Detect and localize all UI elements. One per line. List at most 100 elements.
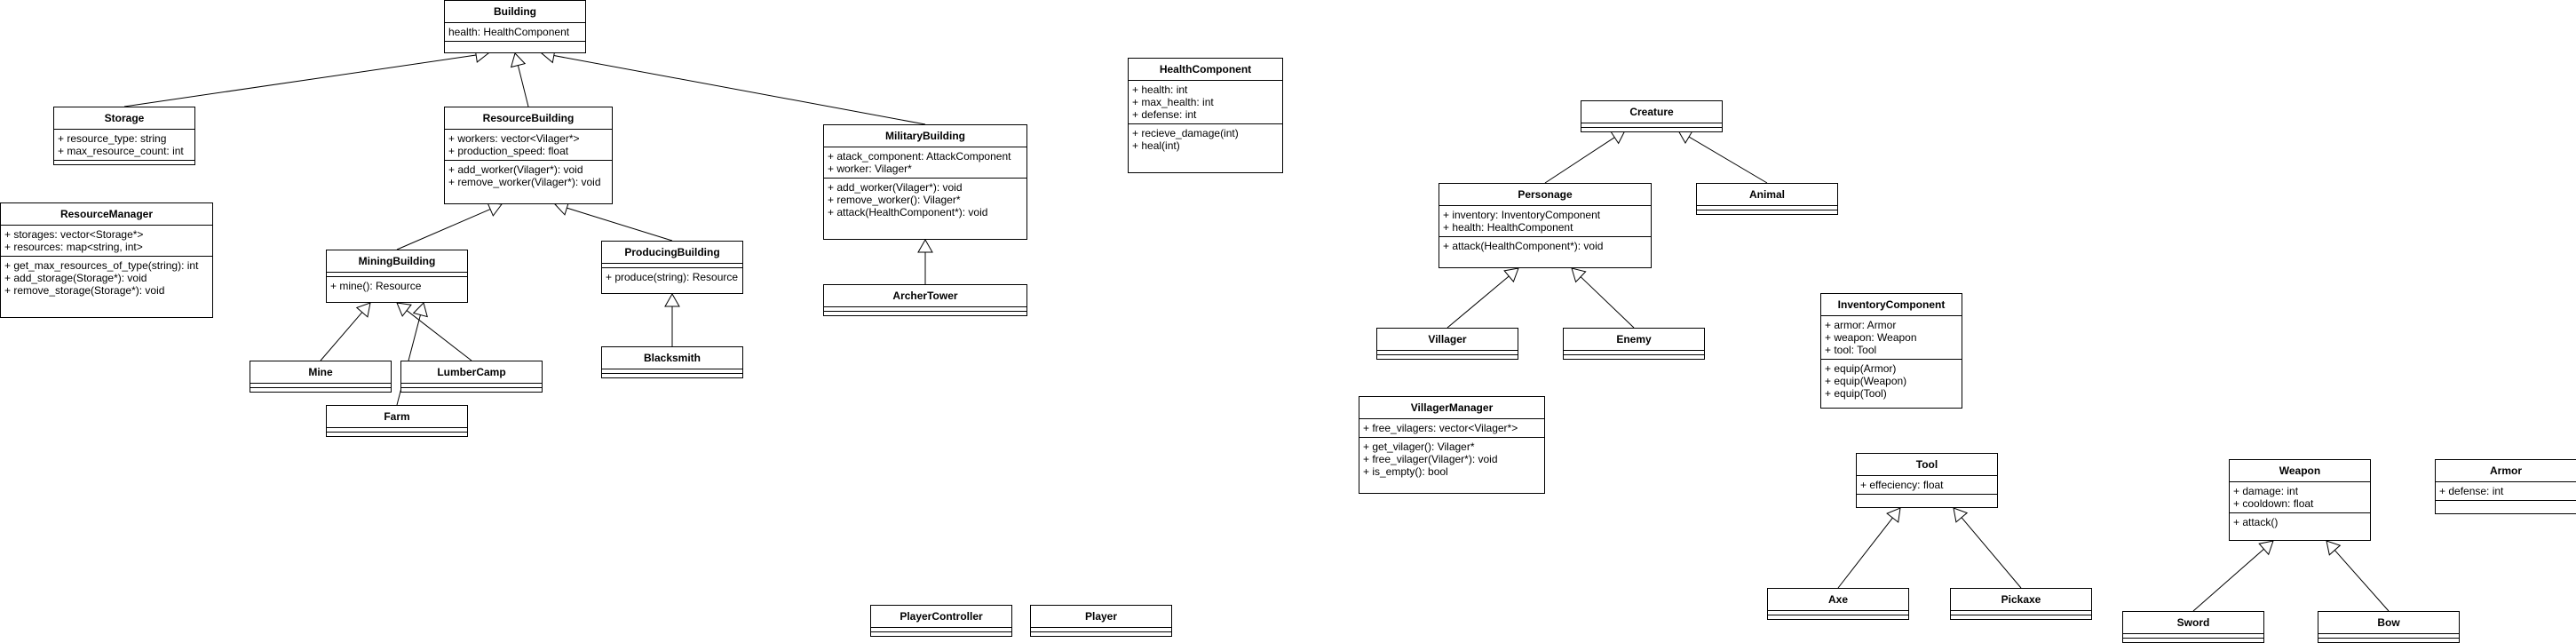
class-inventory-component[interactable]: InventoryComponent+ armor: Armor+ weapon… <box>1820 293 1962 409</box>
methods-section: + add_worker(Vilager*): void+ remove_wor… <box>445 160 612 191</box>
attributes-section: + resource_type: string+ max_resource_co… <box>54 130 194 160</box>
class-mining-building[interactable]: MiningBuilding + mine(): Resource <box>326 250 468 303</box>
class-blacksmith[interactable]: Blacksmith <box>601 346 743 378</box>
inheritance-arrow-lumber-camp-to-mining-building <box>396 302 472 361</box>
edge-line <box>396 209 491 250</box>
inheritance-arrow-producing-building-to-resource-building <box>554 200 673 242</box>
edge-line <box>1837 517 1893 589</box>
class-name: ArcherTower <box>824 285 1026 307</box>
class-military-building[interactable]: MilitaryBuilding+ atack_component: Attac… <box>823 124 1027 240</box>
methods-section: + equip(Armor)+ equip(Weapon)+ equip(Too… <box>1821 359 1962 402</box>
attribute: + damage: int <box>2233 485 2299 497</box>
class-storage[interactable]: Storage+ resource_type: string+ max_reso… <box>53 107 195 165</box>
attributes-section: + storages: vector<Storage*>+ resources:… <box>1 226 212 256</box>
attribute: + inventory: InventoryComponent <box>1443 209 1601 221</box>
class-sword[interactable]: Sword <box>2122 611 2264 643</box>
edge-line <box>2334 550 2390 612</box>
class-enemy[interactable]: Enemy <box>1563 328 1705 360</box>
class-name: Farm <box>327 406 467 428</box>
edge-line <box>320 312 363 361</box>
attribute: + defense: int <box>2439 485 2504 497</box>
class-pickaxe[interactable]: Pickaxe <box>1950 588 2092 620</box>
class-name: MiningBuilding <box>327 250 467 273</box>
hollow-triangle-arrowhead <box>1503 267 1519 283</box>
methods-section <box>327 432 467 436</box>
method: + is_empty(): bool <box>1363 465 1448 478</box>
method: + add_storage(Storage*): void <box>4 272 147 284</box>
class-player[interactable]: Player <box>1030 605 1172 637</box>
method: + remove_worker(Vilager*): void <box>448 176 601 188</box>
hollow-triangle-arrowhead <box>2258 540 2274 556</box>
class-bow[interactable]: Bow <box>2318 611 2460 643</box>
methods-section <box>445 41 585 45</box>
class-name: ResourceBuilding <box>445 107 612 130</box>
method: + add_worker(Vilager*): void <box>448 163 583 176</box>
attributes-section: + health: int+ max_health: int+ defense:… <box>1129 81 1282 123</box>
attributes-section: + workers: vector<Vilager*>+ production_… <box>445 130 612 160</box>
class-name: LumberCamp <box>401 361 542 384</box>
class-name: Mine <box>250 361 391 384</box>
edge-line <box>406 310 472 361</box>
class-health-component[interactable]: HealthComponent+ health: int+ max_health… <box>1128 58 1283 173</box>
class-armor[interactable]: Armor+ defense: int <box>2435 459 2576 514</box>
class-lumber-camp[interactable]: LumberCamp <box>400 361 543 393</box>
class-name: Bow <box>2318 612 2459 634</box>
method: + attack() <box>2233 516 2279 528</box>
inheritance-arrow-axe-to-tool <box>1837 507 1901 589</box>
methods-section <box>401 387 542 392</box>
edge-line <box>1580 276 1635 329</box>
class-name: InventoryComponent <box>1821 294 1962 316</box>
methods-section <box>1857 494 1997 498</box>
class-animal[interactable]: Animal <box>1696 183 1838 215</box>
method: + equip(Armor) <box>1825 362 1897 375</box>
hollow-triangle-arrowhead <box>510 52 527 68</box>
class-name: Sword <box>2123 612 2263 634</box>
attributes-section: + atack_component: AttackComponent+ work… <box>824 147 1026 178</box>
methods-section: + mine(): Resource <box>327 276 467 295</box>
attribute: + atack_component: AttackComponent <box>828 150 1011 163</box>
inheritance-arrow-mine-to-mining-building <box>320 302 371 361</box>
methods-section <box>871 631 1011 636</box>
class-weapon[interactable]: Weapon+ damage: int+ cooldown: float+ at… <box>2229 459 2371 541</box>
methods-section: + get_vilager(): Vilager*+ free_vilager(… <box>1359 437 1544 480</box>
method: + recieve_damage(int) <box>1132 127 1239 139</box>
class-creature[interactable]: Creature <box>1581 100 1723 132</box>
methods-section: + attack() <box>2230 512 2370 531</box>
methods-section: + add_worker(Vilager*): void+ remove_wor… <box>824 178 1026 221</box>
method: + free_vilager(Vilager*): void <box>1363 453 1498 465</box>
class-mine[interactable]: Mine <box>250 361 392 393</box>
edge-line <box>2192 548 2264 612</box>
attributes-section: health: HealthComponent <box>445 23 585 41</box>
hollow-triangle-arrowhead <box>1610 130 1626 145</box>
class-archer-tower[interactable]: ArcherTower <box>823 284 1027 316</box>
class-villager[interactable]: Villager <box>1376 328 1518 360</box>
class-player-controller[interactable]: PlayerController <box>870 605 1012 637</box>
inheritance-arrow-archer-tower-to-military-building <box>917 238 933 284</box>
attributes-section: + damage: int+ cooldown: float <box>2230 482 2370 512</box>
class-resource-manager[interactable]: ResourceManager+ storages: vector<Storag… <box>0 202 213 318</box>
hollow-triangle-arrowhead <box>1571 267 1587 283</box>
attributes-section: + armor: Armor+ weapon: Weapon+ tool: To… <box>1821 316 1962 359</box>
class-personage[interactable]: Personage+ inventory: InventoryComponent… <box>1439 183 1652 268</box>
class-producing-building[interactable]: ProducingBuilding+ produce(string): Reso… <box>601 241 743 294</box>
methods-section <box>250 387 391 392</box>
class-resource-building[interactable]: ResourceBuilding+ workers: vector<Vilage… <box>444 107 613 204</box>
attributes-section: + free_vilagers: vector<Vilager*> <box>1359 419 1544 437</box>
class-farm[interactable]: Farm <box>326 405 468 437</box>
methods-section <box>1581 127 1722 131</box>
edge-line <box>123 54 477 107</box>
class-name: Building <box>445 1 585 23</box>
class-name: PlayerController <box>871 606 1011 628</box>
methods-section: + get_max_resources_of_type(string): int… <box>1 256 212 299</box>
class-name: Creature <box>1581 101 1722 123</box>
attribute: + workers: vector<Vilager*> <box>448 132 580 145</box>
methods-section <box>1951 615 2091 619</box>
edge-line <box>517 65 529 107</box>
method: + produce(string): Resource <box>606 271 739 283</box>
inheritance-arrow-bow-to-weapon <box>2326 540 2390 612</box>
class-axe[interactable]: Axe <box>1767 588 1909 620</box>
class-villager-manager[interactable]: VillagerManager+ free_vilagers: vector<V… <box>1359 396 1545 494</box>
class-tool[interactable]: Tool+ effeciency: float <box>1856 453 1998 508</box>
inheritance-arrow-villager-to-personage <box>1447 267 1519 329</box>
